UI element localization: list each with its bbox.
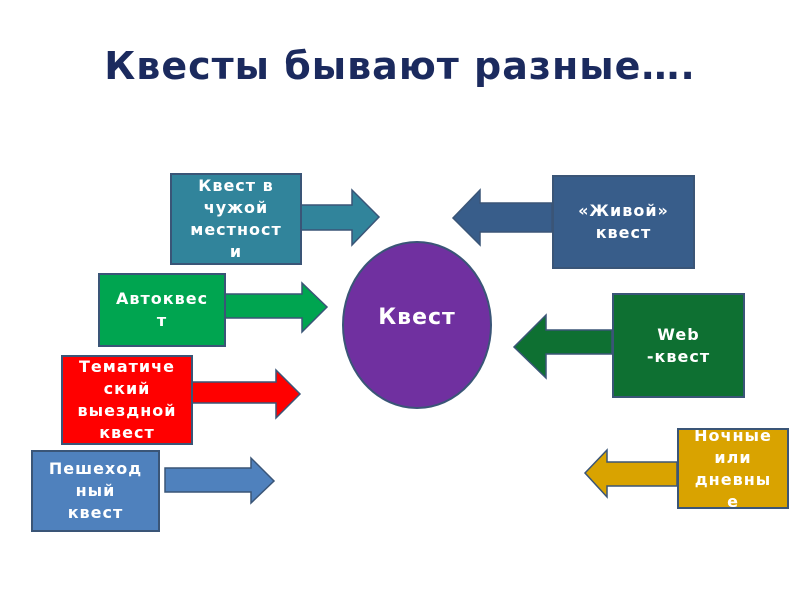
arrow-left-6 [512, 313, 613, 380]
type-box-web: Web -квест [612, 293, 745, 398]
type-box-walking: Пешеход ный квест [31, 450, 160, 532]
arrow-right-2 [214, 281, 329, 334]
type-label: Пешеход ный квест [48, 459, 143, 522]
center-circle [342, 241, 492, 409]
center-label: Квест [378, 305, 456, 330]
arrow-right-4 [164, 456, 276, 505]
type-box-auto: Автоквес т [98, 273, 226, 347]
type-box-live: «Живой» квест [552, 175, 695, 269]
arrow-right-3 [191, 368, 302, 420]
type-label: Тематиче ский выездной квест [77, 357, 177, 442]
type-box-night-day: Ночные или дневны е [677, 428, 789, 509]
arrow-left-7 [583, 448, 678, 499]
type-label: Web -квест [646, 324, 711, 366]
type-box-foreign-area: Квест в чужой местност и [170, 173, 302, 265]
arrow-left-5 [451, 188, 553, 247]
type-label: Ночные или дневны е [694, 428, 772, 509]
type-box-thematic: Тематиче ский выездной квест [61, 355, 193, 445]
type-label: «Живой» квест [578, 201, 669, 242]
type-label: Автоквес т [115, 289, 209, 330]
type-label: Квест в чужой местност и [190, 176, 282, 261]
slide-title: Квесты бывают разные…. [104, 44, 696, 88]
arrow-right-1 [296, 188, 381, 247]
